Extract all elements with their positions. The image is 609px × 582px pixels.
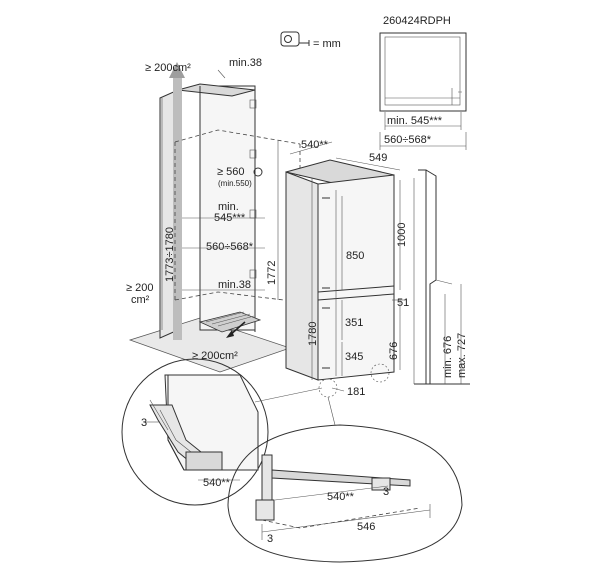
top-549-label: 549 xyxy=(369,152,387,164)
inset-front-view: 260424RDPH min. 545*** 560÷568* xyxy=(379,15,467,150)
bottom-plan xyxy=(227,396,463,563)
top-540-label: 540** xyxy=(301,139,329,151)
min-545-label-a: min. xyxy=(218,201,239,213)
depth-560-label: ≥ 560 xyxy=(217,166,244,178)
model-code: 260424RDPH xyxy=(383,15,451,27)
width-range-label: 560÷568* xyxy=(206,241,254,253)
vent-left-label-a: ≥ 200 xyxy=(126,282,153,294)
h-676-label: 676 xyxy=(388,342,400,360)
tape-measure-icon xyxy=(280,31,310,47)
detail-540-label: 540** xyxy=(203,477,231,489)
appliance-body xyxy=(285,159,395,398)
height-1772-label: 1772 xyxy=(266,261,278,285)
vent-top-label: ≥ 200cm² xyxy=(145,62,191,74)
unit-label: = mm xyxy=(313,38,341,50)
inset-range-label: 560÷568* xyxy=(384,134,432,146)
side-max-label: max. 727 xyxy=(456,333,468,378)
vent-bottom-label: ≥ 200cm² xyxy=(192,350,238,362)
h-181-label: 181 xyxy=(347,386,365,398)
h-1780-label: 1780 xyxy=(307,322,319,346)
h-345-label: 345 xyxy=(345,351,363,363)
height-range-label: 1773÷1780 xyxy=(164,227,176,282)
vent-left-label-b: cm² xyxy=(131,294,150,306)
inset-min-label: min. 545*** xyxy=(387,115,443,127)
h-1000-label: 1000 xyxy=(396,223,408,247)
h-351-label: 351 xyxy=(345,317,363,329)
side-profile xyxy=(413,169,470,385)
bottom-540-label: 540** xyxy=(327,491,355,503)
cabinet-niche xyxy=(128,62,301,373)
bottom-3b-label: 3 xyxy=(383,486,389,498)
min-top-gap-label: min.38 xyxy=(229,57,262,69)
side-min-label: min. 676 xyxy=(442,336,454,378)
depth-point-icon xyxy=(253,167,263,177)
detail-circle-left xyxy=(121,358,323,506)
h-850-label: 850 xyxy=(346,250,364,262)
bottom-3a-label: 3 xyxy=(267,533,273,545)
min-bottom-gap-label: min.38 xyxy=(218,279,251,291)
depth-560-sub-label: (min.550) xyxy=(218,179,252,188)
bottom-546-label: 546 xyxy=(357,521,375,533)
h-51-label: 51 xyxy=(397,297,409,309)
detail-3-label: 3 xyxy=(141,417,147,429)
